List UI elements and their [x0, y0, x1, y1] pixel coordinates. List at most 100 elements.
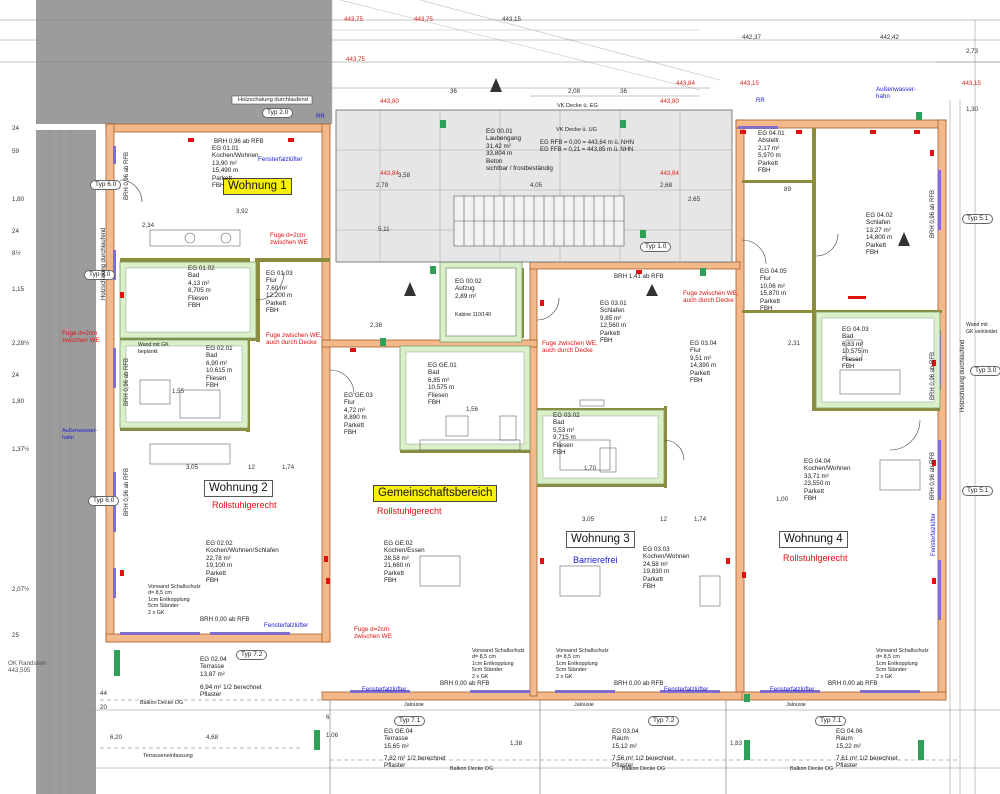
note-vk-decke-eg: VK Decke ü. EG [557, 103, 598, 109]
note-kabine: Kabine 110/140 [455, 312, 491, 318]
elev-label: 443,84 [676, 80, 695, 87]
room-eg0303: EG 03.03 Kochen/Wohnen 24,58 m² 19,830 m… [643, 546, 690, 591]
vertical-note-brh: BRH 0,96 ab RFB [930, 189, 936, 238]
type-tag: Typ 5.1 [962, 486, 994, 496]
furniture [139, 229, 921, 607]
dim-label: 89 [784, 186, 791, 193]
note-schallschutz-1: Vorwand Schallschutz d= 8,5 cm 1cm Entko… [148, 584, 201, 616]
room-eg0403: EG 04.03 Bad 6,83 m² 10,575 m Fliesen FB… [842, 326, 869, 371]
dim-label-left: 24 [12, 125, 19, 132]
dim-label: 5,11 [378, 226, 390, 233]
dim-label: 3,92 [236, 208, 249, 215]
note-brh-left: BRH 0,00 ab RFB [200, 616, 250, 623]
dim-label: 1,74 [694, 516, 707, 523]
grid-lines [0, 19, 1000, 794]
room-ge01: EG GE.01 Bad 6,85 m² 10,575 m Fliesen FB… [428, 362, 457, 407]
dim-label: 1,56 [466, 406, 479, 413]
room-eg0102: EG 01.02 Bad 4,13 m² 8,705 m Fliesen FBH [188, 265, 215, 310]
room-eg0406: EG 04.06 Raum 15,22 m² [836, 728, 863, 750]
note-brh-mid: BRH 1,41 ab RFB [614, 273, 664, 280]
dim-label: 2,73 [966, 48, 979, 55]
room-eg0405: EG 04.05 Flur 10,06 m² 15,870 m Parkett … [760, 268, 787, 313]
stair-steps [453, 195, 625, 247]
elev-label: 443,15 [740, 80, 759, 87]
vertical-note-brh: BRH 0,96 ab RFB [930, 451, 936, 500]
note-schallschutz-3: Vorwand Schallschutz d= 8,5 cm 1cm Entko… [556, 648, 609, 680]
type-tag: Typ 5.1 [962, 214, 994, 224]
dim-label-left: 24 [12, 228, 19, 235]
elev-label: 443,75 [414, 16, 433, 23]
balcony-lines [100, 699, 960, 761]
note-schallschutz-2: Vorwand Schallschutz d= 8,5 cm 1cm Entko… [472, 648, 525, 680]
type-tag: Typ 7.1 [394, 716, 426, 726]
dim-label: 36 [620, 88, 627, 95]
dim-label-left: 2,07½ [12, 586, 30, 593]
room-eg0101: EG 01.01 Kochen/Wohnen 13,90 m² 15,490 m… [212, 145, 259, 190]
room-eg0401: EG 04.01 Abstellr. 2,17 m² 5,970 m Parke… [758, 130, 785, 175]
dim-label: 1,00 [776, 496, 789, 503]
dim-label-left: 24 [12, 372, 19, 379]
note-holzschalung: Holzschalung durchlaufend [238, 97, 308, 103]
note-fensterfalzluefter-4: Fensterfalzlüfter [664, 686, 709, 693]
unit-status-wohnung-2: Rollstuhlgerecht [212, 500, 277, 510]
type-tag: Typ 2.0 [262, 108, 294, 118]
type-tag: Typ 3.0 [970, 366, 1000, 376]
note-fuge-2: Fuge d=2cm zwischen WE [62, 330, 100, 345]
elev-label: 443,80 [660, 98, 679, 105]
rr-label: RR [756, 98, 765, 104]
note-fensterfalzluefter-1: Fensterfalzlüfter [258, 156, 303, 163]
unit-label-wohnung-1: Wohnung 1 [223, 178, 292, 195]
dim-label-left: 44 [100, 690, 107, 697]
type-tag: Typ 6.0 [90, 180, 122, 190]
room-eg0103: EG 01.03 Flur 7,60 m² 12,200 m Parkett F… [266, 270, 293, 315]
dim-label-left: 8½ [12, 250, 21, 257]
dim-label: 4,05 [530, 182, 543, 189]
dim-label-left: 1,80 [12, 398, 25, 405]
type-tag: Typ 3.0 [84, 270, 116, 280]
dim-label: 1,83 [730, 740, 743, 747]
room-eg0404: EG 04.04 Kochen/Wohnen 33,71 m² 23,550 m… [804, 458, 851, 503]
room-eg0204: EG 02.04 Terrasse 13,87 m² [200, 656, 227, 678]
dim-label-left: 1,37½ [12, 446, 30, 453]
note-wand-gk-2: Wand mit GK verkleidet [966, 322, 998, 336]
dim-label: 3,58 [398, 172, 411, 179]
elev-label: 443,80 [380, 98, 399, 105]
dim-label-left: 2,28½ [12, 340, 30, 347]
room-eg0304-raum: EG 03.04 Raum 15,12 m² [612, 728, 639, 750]
note-wand-gk-1: Wand mit GK beplankt [138, 342, 169, 356]
note-fuge-we-3: Fuge zwischen WE, auch durch Decke [683, 290, 739, 305]
dim-label: 2,68 [660, 182, 673, 189]
unit-label-gemeinschaftsbereich: Gemeinschaftsbereich [373, 485, 498, 502]
note-balkon-2: Balkon Decke OG [450, 766, 494, 772]
doors [119, 179, 921, 461]
dim-label: 12 [660, 516, 667, 523]
room-ge02: EG GE.02 Kochen/Essen 28,58 m² 21,660 m … [384, 540, 425, 585]
unit-status-wohnung-4: Rollstuhlgerecht [783, 553, 848, 563]
elev-label: 442,37 [742, 34, 761, 41]
outer-walls [105, 119, 947, 701]
vertical-note-brh: BRH 0,96 ab RFB [124, 151, 130, 200]
note-balkon-4: Balkon Decke OG [790, 766, 834, 772]
dim-label: 2,31 [788, 340, 801, 347]
note-schallschutz-4: Vorwand Schallschutz d= 8,5 cm 1cm Entko… [876, 648, 929, 680]
vertical-note-holzschalung-right: Holzschalung durchlaufend [960, 339, 966, 412]
dim-label-left: 1,06 [326, 732, 339, 739]
red-markers [120, 130, 936, 584]
note-brh-b1: BRH 0,00 ab RFB [440, 680, 490, 687]
unit-status-wohnung-3: Barrierefrei [573, 555, 618, 565]
note-rfb-ffb: EG RFB = 0,00 = 443,64 m ü. NHN EG FFB =… [540, 140, 635, 154]
note-jalousie-2: Jalousie [574, 702, 594, 708]
room-eg0001: EG 00.01 Laubengang 31,42 m² 33,804 m Be… [486, 128, 553, 173]
dim-label-left: 1,15 [12, 286, 25, 293]
note-jalousie-3: Jalousie [786, 702, 806, 708]
note-vk-decke-ug: VK Decke ü. UG [556, 127, 598, 133]
unit-label-wohnung-3: Wohnung 3 [566, 531, 635, 548]
dim-label-left: 59 [12, 148, 19, 155]
dim-label: 4,68 [206, 734, 219, 741]
unit-status-gemeinschaftsbereich: Rollstuhlgerecht [377, 506, 442, 516]
elev-label: 443,84 [660, 170, 679, 177]
room-eg0302: EG 03.02 Bad 5,53 m² 9,715 m Fliesen FBH [553, 412, 580, 457]
elev-label: 443,15 [502, 16, 521, 23]
room-eg0201: EG 02.01 Bad 6,90 m² 10,615 m Fliesen FB… [206, 345, 233, 390]
